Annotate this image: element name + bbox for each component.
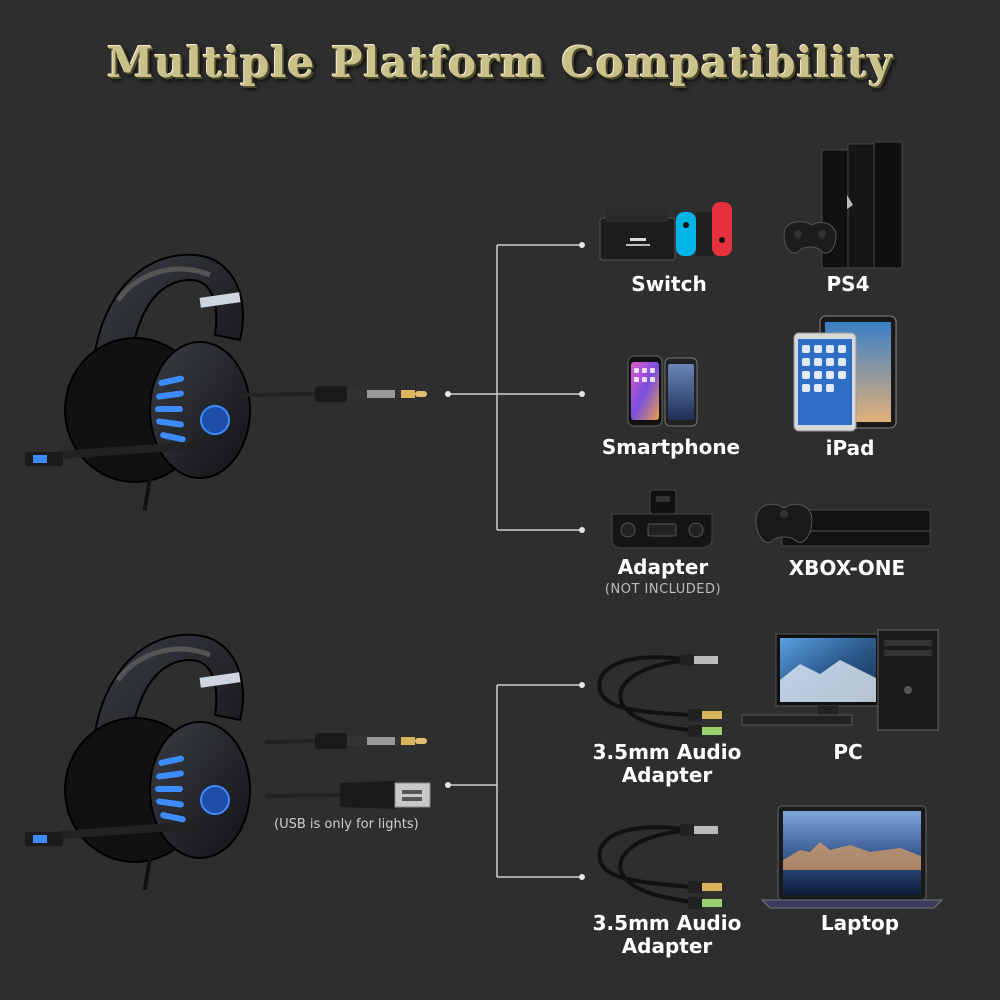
label-smartphone: Smartphone	[601, 435, 741, 459]
connector-lines-bottom	[448, 684, 580, 878]
pc-icon	[741, 629, 939, 731]
label-adapter: Adapter	[617, 555, 709, 579]
audio-splitter-plugs	[680, 824, 722, 909]
label-switch: Switch	[631, 272, 707, 296]
connector-lines-top	[448, 244, 580, 531]
smartphone-icon	[627, 355, 698, 427]
label-audio-adapter-2-line2: Adapter	[621, 934, 713, 958]
audio-splitter-icon	[597, 655, 691, 732]
audio-splitter-icon	[597, 825, 691, 904]
headset-icon	[25, 633, 431, 891]
label-audio-adapter-1-line1: 3.5mm Audio	[592, 740, 742, 764]
laptop-icon	[760, 805, 944, 909]
connector-dots-top	[445, 242, 585, 533]
label-pc: PC	[833, 740, 863, 764]
adapter-icon	[611, 489, 713, 549]
audio-splitter-plugs	[680, 654, 722, 737]
label-audio-adapter-1-line2: Adapter	[621, 763, 713, 787]
page-title: Multiple Platform Compatibility	[106, 38, 894, 87]
ipad-icon	[793, 315, 897, 432]
connector-dots-bottom	[445, 682, 585, 880]
headset-icon	[25, 253, 427, 511]
label-ps4: PS4	[826, 272, 870, 296]
label-ipad: iPad	[825, 436, 875, 460]
switch-console-icon	[599, 202, 732, 261]
usb-note: (USB is only for lights)	[274, 817, 419, 832]
xbox-console-icon	[755, 503, 931, 547]
label-laptop: Laptop	[820, 911, 900, 935]
label-audio-adapter-2-line1: 3.5mm Audio	[592, 911, 742, 935]
label-adapter-note: (NOT INCLUDED)	[604, 582, 722, 597]
label-xbox: XBOX-ONE	[788, 556, 906, 580]
ps4-console-icon	[783, 141, 903, 269]
